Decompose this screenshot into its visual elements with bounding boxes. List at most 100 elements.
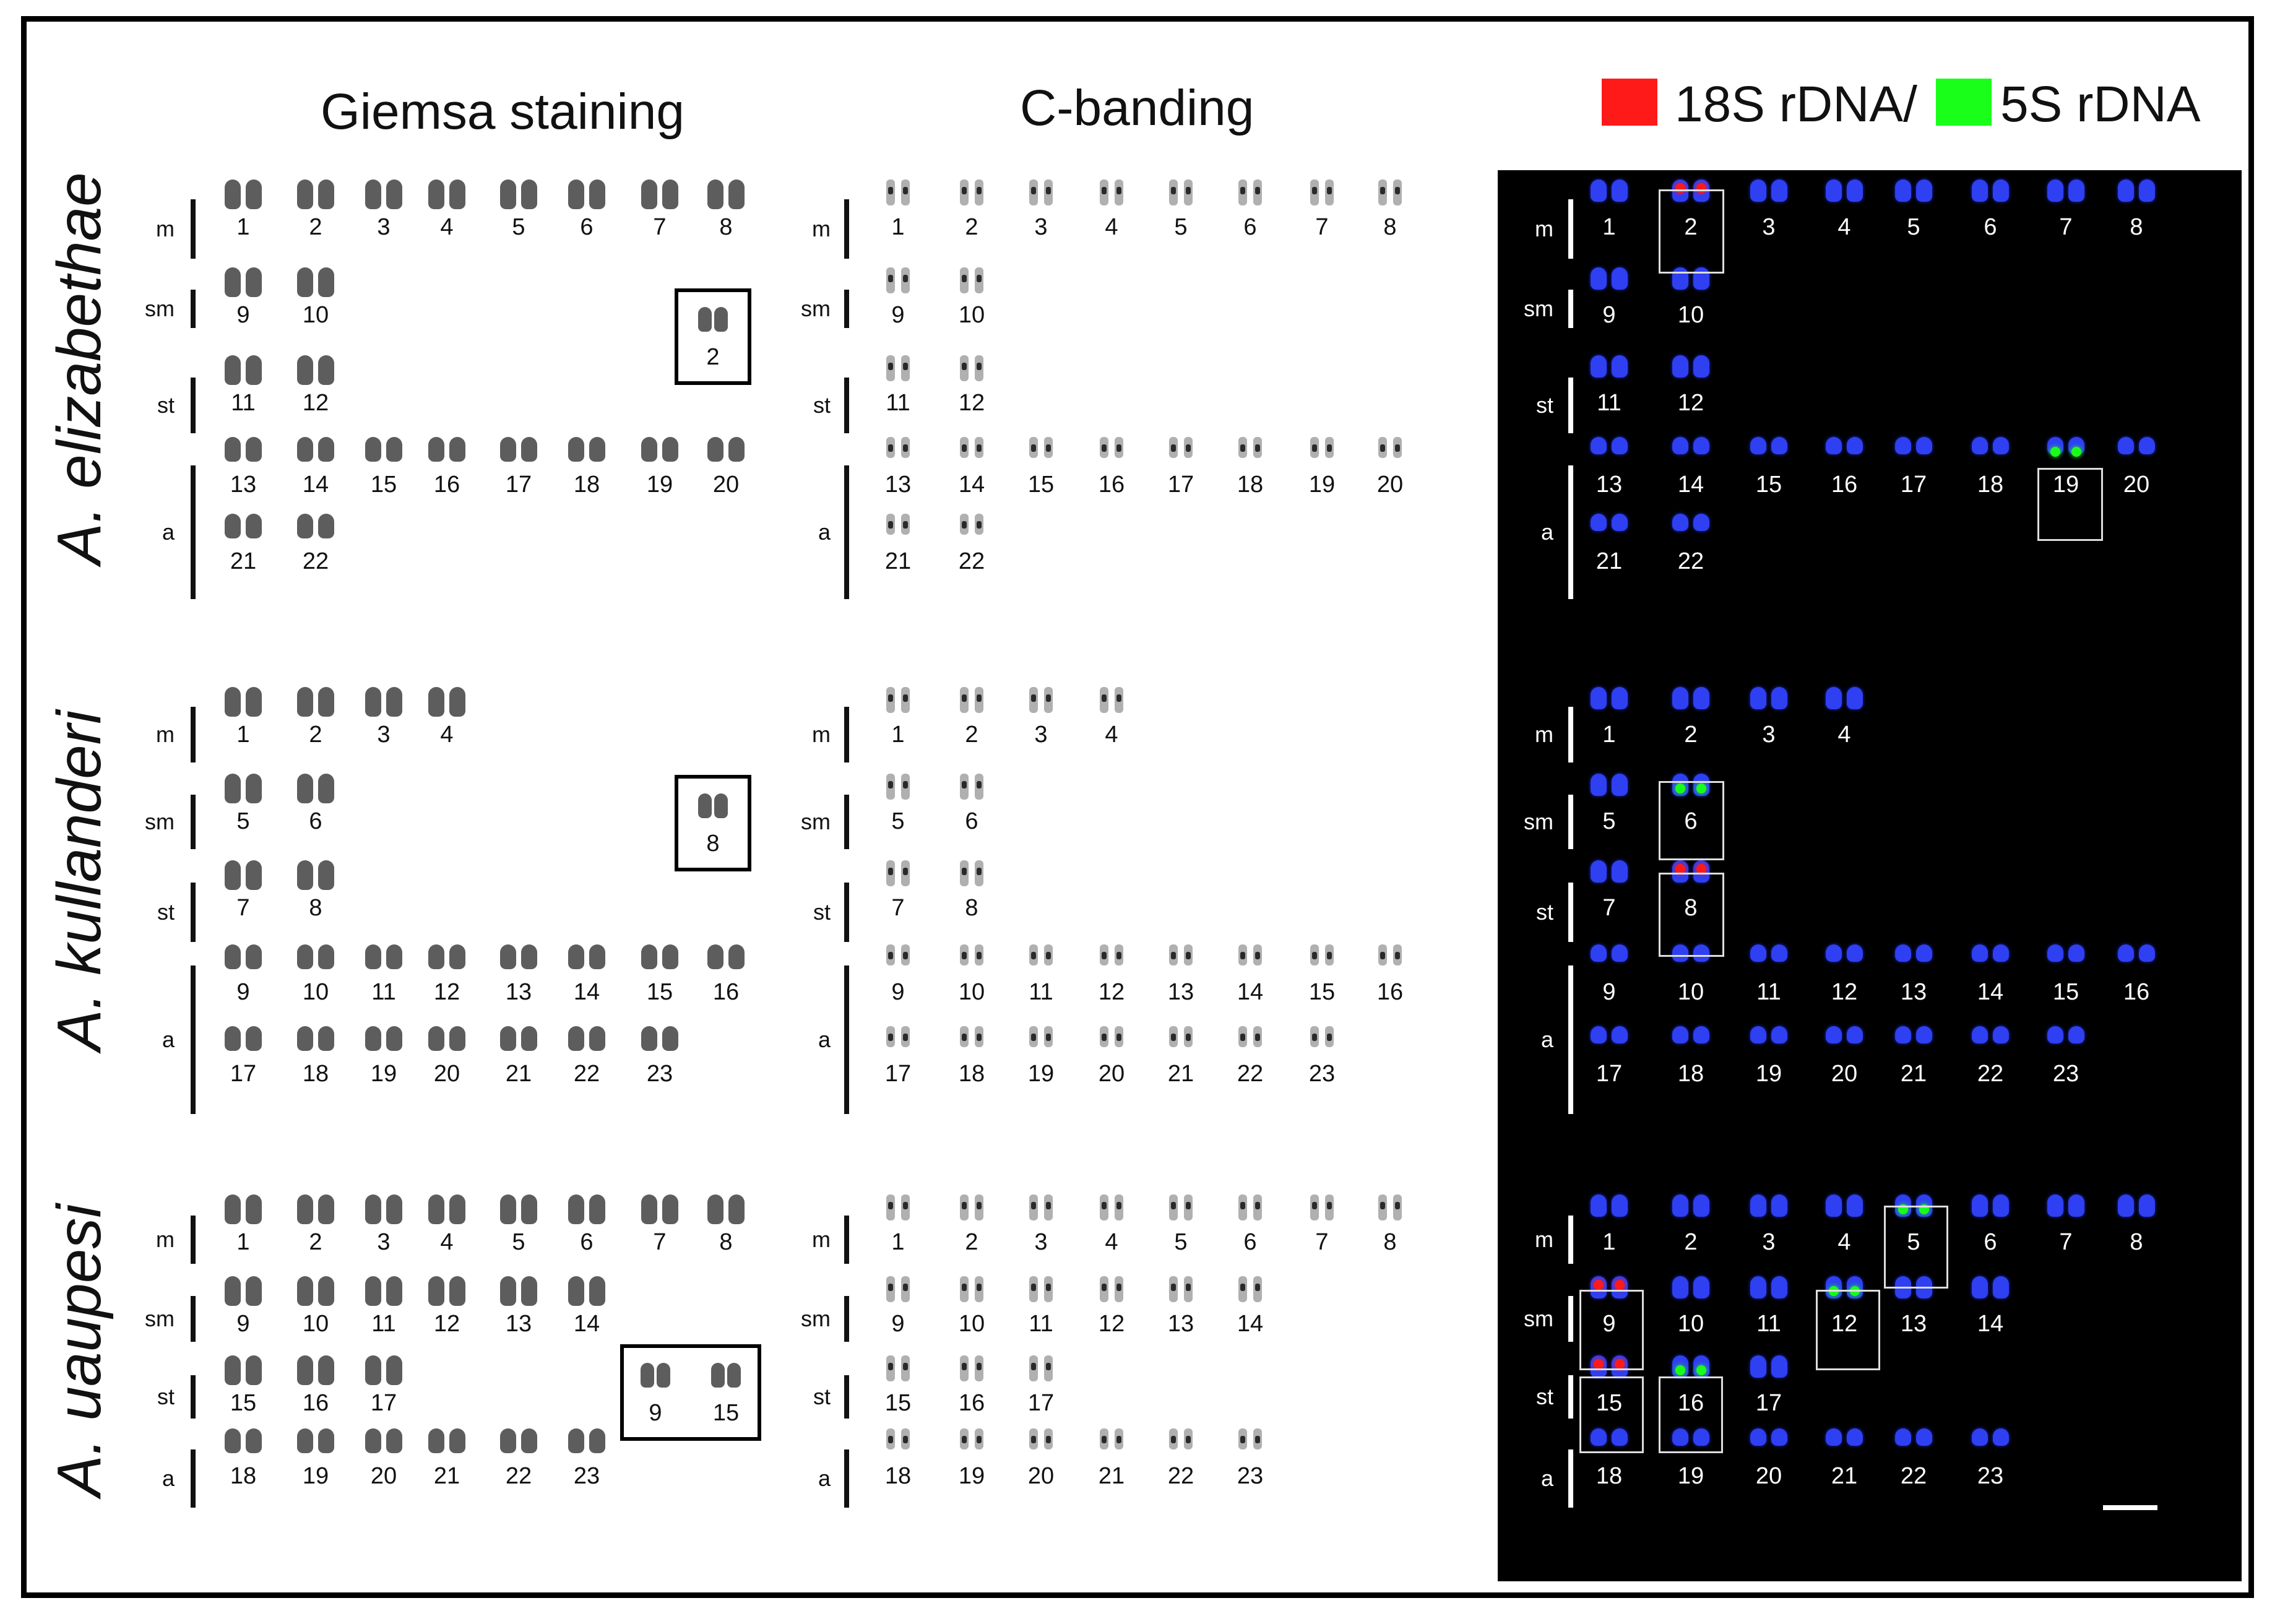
chromosome-number: 3 <box>1762 214 1776 240</box>
cbanding-header: C-banding <box>1020 80 1254 136</box>
giemsa-boxed-number: 8 <box>706 831 720 857</box>
chromosome-number: 9 <box>891 302 905 328</box>
group-label-st: st <box>1535 1384 1553 1409</box>
giemsa-chromosome-pair <box>297 179 334 209</box>
chromosome-number: 8 <box>1383 1229 1397 1255</box>
chromosome-number: 13 <box>505 979 532 1005</box>
chromosome-number: 14 <box>1977 979 2004 1005</box>
chromosome-number: 14 <box>1677 472 1704 498</box>
chromosome-number: 3 <box>1762 722 1776 748</box>
group-label-m: m <box>156 216 175 241</box>
chromosome-number: 15 <box>1596 1390 1623 1416</box>
cband-chromosome-pair <box>1378 944 1402 965</box>
fish-chromosome-pair <box>1672 1276 1709 1298</box>
chromosome-number: 12 <box>302 390 329 416</box>
group-bar <box>844 1216 849 1264</box>
cband-chromosome-pair <box>960 1276 983 1302</box>
giemsa-chromosome-pair <box>641 437 678 462</box>
fish-chromosome-pair <box>1672 267 1709 290</box>
giemsa-chromosome-pair <box>225 355 262 385</box>
giemsa-chromosome-pair <box>641 1194 678 1224</box>
chromosome-number: 22 <box>958 548 985 574</box>
chromosome-number: 2 <box>309 214 322 240</box>
fish-highlight-box <box>2037 468 2103 541</box>
giemsa-chromosome-pair <box>297 1276 334 1306</box>
fish-chromosome-pair <box>2118 179 2155 202</box>
fish-chromosome-pair <box>1591 1194 1628 1217</box>
group-label-a: a <box>818 1027 831 1052</box>
fish-chromosome-pair <box>1750 1428 1787 1446</box>
rdna-18s-signal <box>1594 1280 1604 1290</box>
chromosome-number: 18 <box>1596 1463 1623 1489</box>
giemsa-chromosome-pair <box>365 1276 402 1306</box>
giemsa-chromosome-pair <box>428 1276 465 1306</box>
fish-chromosome-pair <box>1750 687 1787 709</box>
giemsa-chromosome-pair <box>428 437 465 462</box>
giemsa-chromosome-pair <box>500 179 537 209</box>
cband-chromosome-pair <box>1029 1026 1053 1047</box>
chromosome-number: 2 <box>309 1229 322 1255</box>
giemsa-chromosome-pair <box>500 1194 537 1224</box>
fish-highlight-box <box>1579 1290 1644 1370</box>
fish-chromosome-pair <box>1826 944 1863 962</box>
chromosome-number: 14 <box>573 1311 600 1337</box>
group-bar <box>1568 965 1573 1114</box>
giemsa-chromosome-pair <box>297 514 334 538</box>
chromosome-number: 2 <box>309 722 322 748</box>
chromosome-number: 1 <box>891 214 905 240</box>
group-bar <box>1568 1375 1573 1419</box>
fish-chromosome-pair <box>1750 1276 1787 1298</box>
cband-chromosome-pair <box>1100 1026 1123 1047</box>
fish-chromosome-pair <box>1826 179 1863 202</box>
chromosome-number: 19 <box>302 1463 329 1489</box>
legend-18s-label: 18S rDNA/ <box>1675 76 1917 132</box>
chromosome-number: 6 <box>1684 808 1698 834</box>
cband-chromosome-pair <box>1238 179 1262 205</box>
chromosome-number: 13 <box>1596 472 1623 498</box>
fish-chromosome-pair <box>1895 1026 1932 1043</box>
giemsa-chromosome-pair <box>297 944 334 969</box>
chromosome-number: 19 <box>646 472 673 498</box>
fish-chromosome-pair <box>1750 437 1787 454</box>
chromosome-number: 13 <box>1900 979 1927 1005</box>
group-label-st: st <box>813 392 831 418</box>
fish-chromosome-pair <box>1895 437 1932 454</box>
cband-chromosome-pair <box>960 1194 983 1220</box>
chromosome-number: 8 <box>309 895 322 921</box>
fish-chromosome-pair <box>1591 267 1628 290</box>
giemsa-chromosome-pair <box>225 179 262 209</box>
chromosome-number: 9 <box>236 302 250 328</box>
cband-chromosome-pair <box>886 1355 910 1381</box>
group-label-a: a <box>162 1027 175 1052</box>
chromosome-number: 13 <box>505 1311 532 1337</box>
chromosome-number: 4 <box>1837 214 1851 240</box>
cband-chromosome-pair <box>1169 1428 1193 1449</box>
cband-chromosome-pair <box>1238 1026 1262 1047</box>
group-label-m: m <box>1535 1227 1553 1252</box>
chromosome-number: 1 <box>236 1229 250 1255</box>
giemsa-chromosome-pair <box>225 267 262 297</box>
chromosome-number: 15 <box>646 979 673 1005</box>
chromosome-number: 16 <box>958 1390 985 1416</box>
giemsa-chromosome-pair <box>568 1276 605 1306</box>
chromosome-number: 2 <box>1684 1229 1698 1255</box>
chromosome-number: 11 <box>231 390 256 416</box>
group-bar <box>191 1296 196 1342</box>
fish-highlight-box <box>1884 1206 1948 1289</box>
group-label-m: m <box>1535 216 1553 241</box>
fish-chromosome-pair <box>1591 437 1628 454</box>
group-bar <box>1568 795 1573 849</box>
cband-chromosome-pair <box>1100 1276 1123 1302</box>
cband-chromosome-pair <box>1238 1276 1262 1302</box>
giemsa-chromosome-pair <box>297 437 334 462</box>
chromosome-number: 10 <box>1677 302 1704 328</box>
cband-chromosome-pair <box>1238 1194 1262 1220</box>
chromosome-number: 6 <box>1243 1229 1257 1255</box>
giemsa-chromosome-pair <box>428 687 465 717</box>
fish-highlight-box <box>1659 1376 1723 1453</box>
cband-chromosome-pair <box>886 267 910 293</box>
giemsa-chromosome-pair <box>428 1026 465 1051</box>
chromosome-number: 13 <box>1167 979 1194 1005</box>
giemsa-highlight-box <box>675 775 751 871</box>
chromosome-number: 12 <box>1677 390 1704 416</box>
